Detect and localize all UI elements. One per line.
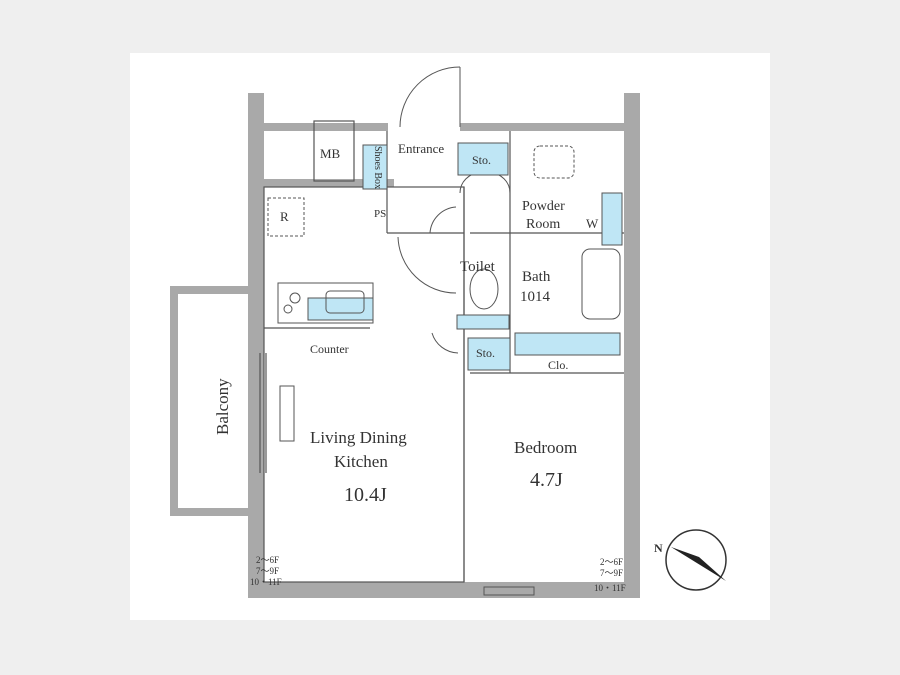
closet-fixture — [514, 332, 621, 356]
door-swings — [397, 66, 511, 354]
sto-mid-label: Sto. — [476, 346, 495, 360]
kitchen-counter-fixture — [307, 297, 374, 321]
shoes-box-label: Shoes Box — [372, 146, 383, 189]
closet-label: Clo. — [548, 358, 568, 372]
balcony-label: Balcony — [213, 378, 232, 435]
powder-sink — [533, 145, 575, 179]
floor-notes-left: 2～6F 7～9F 10・11F — [250, 555, 282, 587]
powder-room-label-2: Room — [526, 217, 560, 232]
compass-needle — [671, 547, 726, 581]
toilet-sink-fixture — [456, 314, 510, 330]
compass-north-label: N — [654, 541, 663, 555]
bedroom-label: Bedroom — [514, 438, 577, 457]
sto-top-label: Sto. — [472, 153, 491, 167]
floor-note: 10・11F — [594, 583, 626, 593]
mb-label: MB — [320, 146, 341, 161]
kitchen-sink — [325, 290, 365, 314]
ldk-label-2: Kitchen — [334, 452, 388, 471]
washer-label: W — [586, 216, 599, 231]
refrigerator-label: R — [280, 209, 289, 224]
stove-burner — [283, 304, 293, 314]
toilet-bowl — [469, 268, 499, 310]
bath-label-1: Bath — [522, 269, 551, 285]
bedroom-window — [483, 586, 535, 596]
toilet-label: Toilet — [460, 259, 496, 275]
kitchen-island — [279, 385, 295, 442]
washer-fixture — [601, 192, 623, 246]
entrance-label: Entrance — [398, 141, 444, 156]
storage-mid-fixture — [467, 337, 511, 371]
shoes-box-fixture — [362, 144, 388, 190]
floor-note: 7～9F — [256, 566, 279, 576]
walls — [170, 93, 640, 598]
fixture-outlines — [267, 145, 621, 596]
counter-label: Counter — [310, 342, 349, 356]
refrigerator-space — [267, 197, 305, 237]
ldk-label-1: Living Dining — [310, 428, 407, 447]
storage-top-fixture — [457, 142, 509, 176]
floor-note: 10・11F — [250, 577, 282, 587]
kitchen-counter — [277, 282, 374, 324]
bedroom-size: 4.7J — [530, 469, 563, 491]
labels: MB Shoes Box Entrance Sto. Powder Room W… — [213, 141, 599, 506]
compass: N — [654, 529, 727, 591]
floor-note: 2～6F — [600, 557, 623, 567]
ps-label: PS — [374, 208, 386, 220]
fixtures — [307, 142, 623, 371]
bathtub — [581, 248, 621, 320]
ldk-size: 10.4J — [344, 484, 387, 506]
stove-burner — [289, 292, 301, 304]
floor-notes-right: 2～6F 7～9F 10・11F — [594, 557, 626, 593]
powder-room-label-1: Powder — [522, 199, 565, 214]
bath-label-2: 1014 — [520, 289, 551, 305]
floor-plan: MB Shoes Box Entrance Sto. Powder Room W… — [170, 66, 727, 598]
floor-note: 7～9F — [600, 568, 623, 578]
floor-note: 2～6F — [256, 555, 279, 565]
floor-plan-canvas: MB Shoes Box Entrance Sto. Powder Room W… — [130, 53, 770, 620]
